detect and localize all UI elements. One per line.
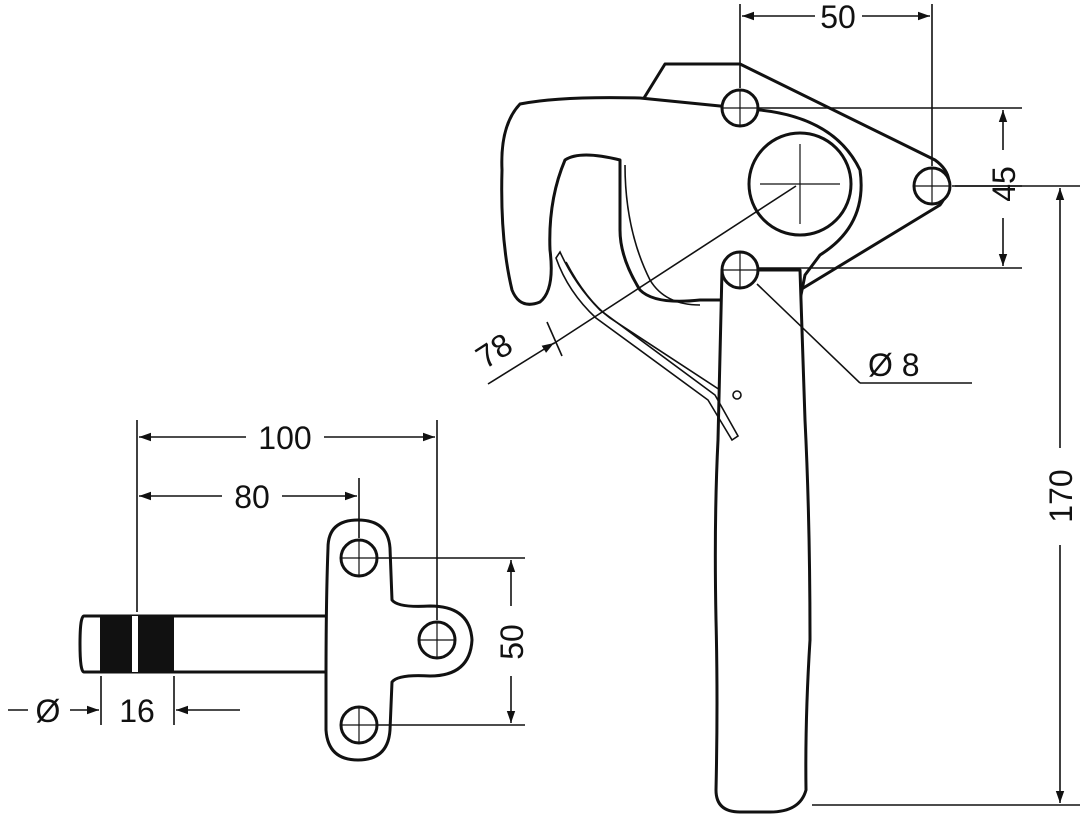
latch-assembly <box>500 62 952 814</box>
dim-latch-45: 45 <box>758 107 1022 269</box>
dim-label-45: 45 <box>986 166 1022 202</box>
dim-label-78: 78 <box>469 326 518 376</box>
latch-rivet <box>732 390 742 400</box>
dim-label-16: 16 <box>119 693 155 729</box>
latch-centerlines <box>722 90 950 288</box>
latch-spring-inner <box>565 261 721 391</box>
keeper-pin-band-2 <box>138 616 174 672</box>
dim-latch-top-50: 50 <box>739 0 933 166</box>
keeper-assembly <box>78 518 474 762</box>
latch-inner-channel <box>624 164 701 306</box>
dim-label-top-50: 50 <box>820 0 856 35</box>
dim-label-170: 170 <box>1043 469 1079 522</box>
dim-keeper-80: 80 <box>139 478 360 538</box>
latch-spring <box>555 250 740 442</box>
keeper-pin-band-1 <box>100 616 132 672</box>
dim-label-100: 100 <box>258 420 311 456</box>
latch-handle <box>713 268 812 814</box>
dim-label-keeper-50: 50 <box>494 624 530 660</box>
dim-label-dia-8: Ø 8 <box>868 347 920 383</box>
dim-label-dia-symbol: Ø <box>36 693 61 729</box>
keeper-centerlines <box>341 540 455 743</box>
keeper-pin-band-gap <box>132 616 138 672</box>
dim-label-80: 80 <box>234 479 270 515</box>
dim-pin-dia-16: Ø 16 <box>8 676 240 729</box>
dim-latch-170: 170 <box>812 185 1080 806</box>
keeper-plate <box>324 518 474 762</box>
dim-keeper-100: 100 <box>136 420 438 620</box>
dim-hole-dia-8: Ø 8 <box>756 283 972 384</box>
dim-keeper-50: 50 <box>377 557 530 726</box>
